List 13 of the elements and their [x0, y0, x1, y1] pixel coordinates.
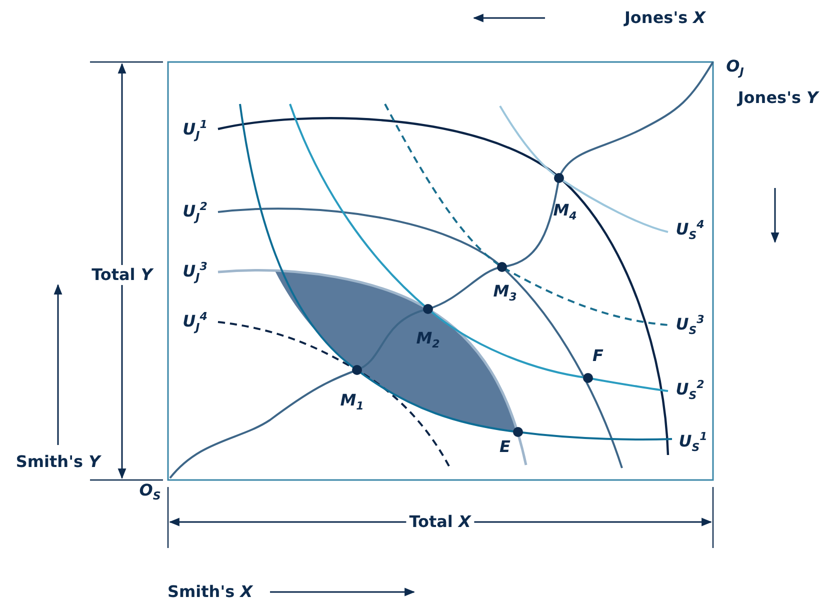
dimension-label: Total Y [88, 265, 156, 285]
point-label: M$_{3}$ [493, 283, 517, 303]
origin-label: O$_{S}$ [139, 482, 161, 502]
point-label: M$_{1}$ [340, 392, 364, 412]
point-label: M$_{2}$ [416, 330, 440, 350]
axis-label: Smith's Y [16, 454, 100, 470]
point-label: F [592, 348, 604, 364]
point-label: E [500, 439, 510, 455]
origin-label: O$_{J}$ [726, 58, 744, 78]
axis-label: Jones's Y [738, 90, 818, 106]
point-label: M$_{4}$ [553, 202, 577, 222]
axis-label: Smith's X [167, 584, 253, 599]
axis-label: Jones's X [624, 10, 706, 26]
